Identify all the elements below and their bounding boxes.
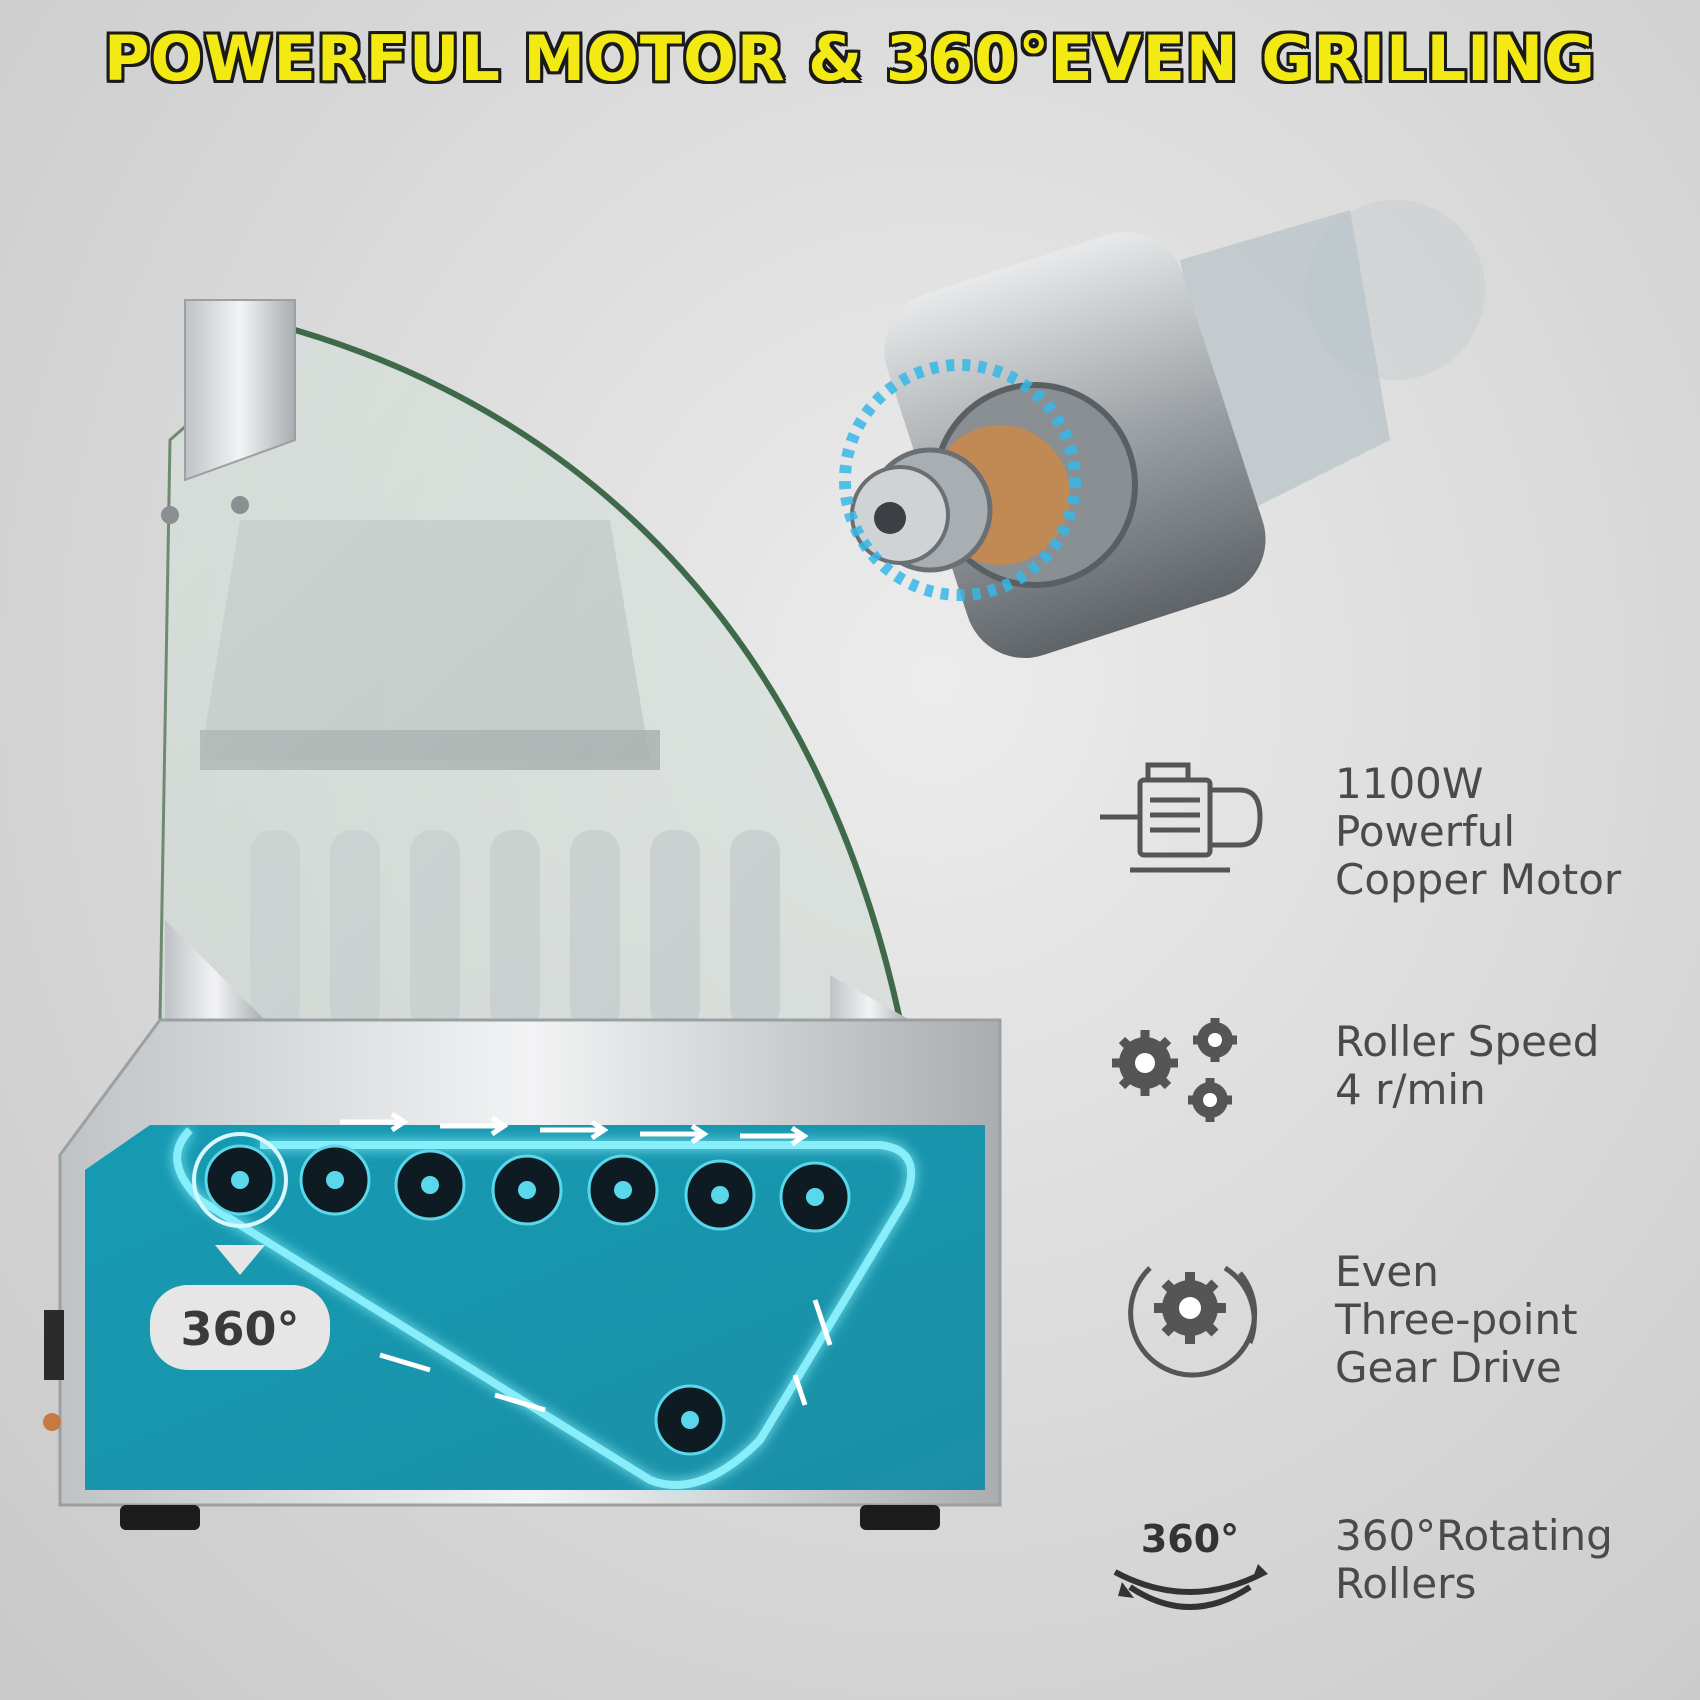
rotate-icon-label: 360°: [1141, 1517, 1239, 1561]
feature-rotating-line-2: Rollers: [1335, 1559, 1477, 1608]
gears-icon: [1112, 1018, 1237, 1122]
feature-speed: Roller Speed 4 r/min: [1090, 1018, 1670, 1168]
motor-illustration: [839, 200, 1485, 658]
gear-cycle-icon: [1128, 1265, 1258, 1378]
feature-speed-line-1: Roller Speed: [1335, 1017, 1600, 1066]
feature-gear-line-1: Even: [1335, 1247, 1439, 1296]
feature-motor-line-2: Powerful: [1335, 807, 1516, 856]
feature-rotating: 360° 360°Rotating Rollers: [1090, 1512, 1670, 1662]
drive-panel: [85, 1125, 985, 1490]
chain-arrows: [340, 1111, 833, 1413]
feature-gear-line-2: Three-point: [1335, 1295, 1578, 1344]
chain-track: [173, 1127, 916, 1489]
feature-motor-line-3: Copper Motor: [1335, 855, 1622, 904]
rotate-360-icon: 360°: [1113, 1517, 1268, 1610]
headline: POWERFUL MOTOR & 360°EVEN GRILLING: [104, 22, 1596, 95]
feature-gear-drive: Even Three-point Gear Drive: [1090, 1248, 1670, 1398]
feature-motor: 1100W Powerful Copper Motor: [1090, 760, 1670, 910]
badge-label: 360°: [180, 1302, 299, 1356]
feature-rotating-line-1: 360°Rotating: [1335, 1511, 1613, 1560]
glass-cover: [158, 299, 910, 1060]
sprocket-hubs: [231, 1171, 824, 1429]
rotation-badge: 360°: [150, 1132, 330, 1370]
feature-speed-line-2: 4 r/min: [1335, 1065, 1486, 1114]
feature-motor-line-1: 1100W: [1335, 759, 1484, 808]
feature-gear-line-3: Gear Drive: [1335, 1343, 1562, 1392]
motor-icon: [1100, 762, 1263, 873]
